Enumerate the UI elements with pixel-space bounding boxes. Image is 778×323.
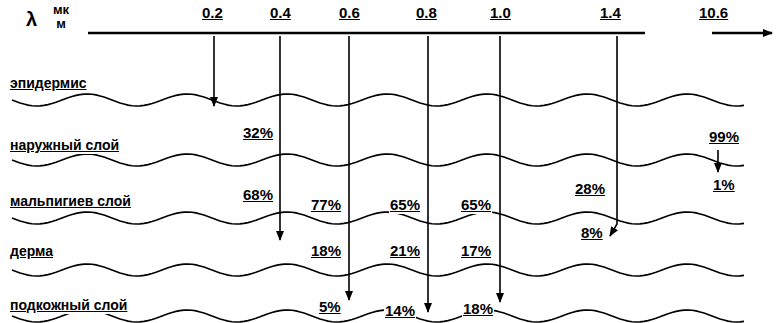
percent-value: 21% [389,242,421,260]
percent-value: 18% [310,242,342,260]
percent-value: 14% [384,302,416,320]
layer-name: мальпигиев слой [8,192,133,210]
wavelength-value: 0.4 [270,4,291,22]
layer-name: дерма [8,242,55,260]
axis-unit: мк м [50,3,72,31]
layer-boundary [12,264,744,276]
penetration-arrow [717,150,719,172]
percent-value: 99% [708,128,740,146]
percent-value: 77% [310,196,342,214]
axis-symbol: λ [26,8,37,30]
percent-value: 65% [460,196,492,214]
wavelength-value: 1.0 [490,4,511,22]
percent-value: 32% [242,124,274,142]
penetration-arrow [427,36,429,312]
wavelength-value: 0.2 [202,4,223,22]
wavelength-value: 0.6 [339,4,360,22]
percent-value: 68% [242,186,274,204]
percent-value: 17% [460,242,492,260]
penetration-arrows [214,36,718,312]
penetration-arrow [348,36,350,300]
percent-value: 65% [389,196,421,214]
wavelength-value: 10.6 [699,4,728,22]
layer-name: эпидермис [8,74,89,92]
wavelength-axis [88,32,645,35]
wavelength-value: 0.8 [416,4,437,22]
layer-name: наружный слой [8,136,121,154]
wavelength-value: 1.4 [600,4,621,22]
penetration-arrow [213,36,215,106]
penetration-arrow [499,36,501,302]
layer-boundary [12,212,744,224]
wavelength-axis-arrow [712,32,772,35]
penetration-arrow [610,36,617,236]
percent-value: 18% [462,300,494,318]
layer-boundary [12,154,744,166]
percent-value: 8% [580,224,604,242]
layer-boundary [12,94,744,106]
layer-name: подкожный слой [8,296,129,314]
percent-value: 5% [318,298,342,316]
percent-value: 1% [712,176,736,194]
percent-value: 28% [574,180,606,198]
penetration-arrow [279,36,281,240]
